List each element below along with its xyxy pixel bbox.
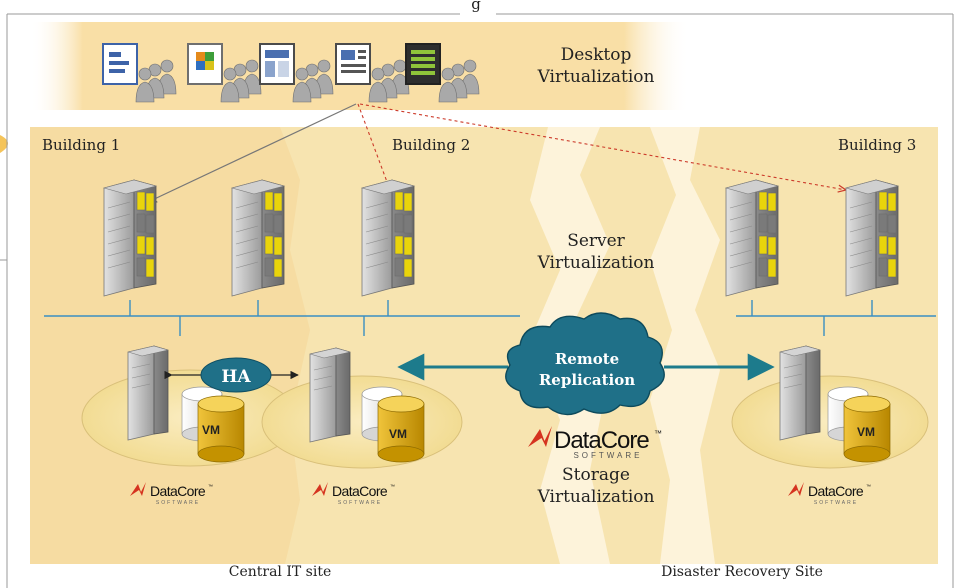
- rack-server-3: [361, 179, 415, 297]
- datacore-main-tagline: SOFTWARE: [573, 451, 642, 460]
- storage-tower-2: [309, 347, 351, 443]
- cloud-label-2: Replication: [539, 371, 635, 389]
- datacore-logo-main: DataCore ™ SOFTWARE: [528, 426, 662, 460]
- dr-site-label: Disaster Recovery Site: [661, 564, 823, 580]
- rack-server-4: [725, 179, 779, 297]
- rack-server-2: [231, 179, 285, 297]
- desktop-clients: [102, 43, 480, 103]
- desktop-label-2: Virtualization: [537, 67, 655, 87]
- building-1-label: Building 1: [42, 136, 120, 154]
- client-users-cube-icon: [187, 43, 262, 103]
- datacore-tagline-2: SOFTWARE: [338, 500, 382, 506]
- datacore-main-text: DataCore: [554, 427, 649, 454]
- storage-tower-1: [127, 345, 169, 441]
- rack-server-1: [103, 179, 157, 297]
- rack-server-5: [845, 179, 899, 297]
- datacore-tagline-3: SOFTWARE: [814, 500, 858, 506]
- cloud-label-1: Remote: [555, 350, 619, 368]
- edge-marker: [0, 135, 8, 153]
- datacore-logo-2: DataCore ™ SOFTWARE: [312, 482, 395, 506]
- desktop-label-1: Desktop: [561, 45, 632, 65]
- client-users-window-icon: [259, 43, 334, 103]
- datacore-tagline-1: SOFTWARE: [156, 500, 200, 506]
- datacore-tm-1: ™: [208, 484, 213, 490]
- datacore-text-1: DataCore: [150, 483, 206, 499]
- ha-link: HA: [164, 357, 299, 393]
- network-lines: [44, 300, 936, 336]
- building-3-label: Building 3: [838, 136, 916, 154]
- building-2-label: Building 2: [392, 136, 470, 154]
- vm-label-2: VM: [389, 427, 407, 441]
- server-label-2: Virtualization: [537, 253, 655, 273]
- storage-tower-3: [779, 345, 821, 441]
- server-label-1: Server: [567, 231, 625, 251]
- frame-lines: [0, 13, 954, 588]
- datacore-logo-3: DataCore ™ SOFTWARE: [788, 482, 871, 506]
- storage-label-1: Storage: [562, 465, 630, 485]
- vm-label-3: VM: [857, 425, 875, 439]
- datacore-text-2: DataCore: [332, 483, 388, 499]
- client-users-app-icon: [102, 43, 177, 103]
- central-site-label: Central IT site: [229, 564, 332, 580]
- client-users-green-list-icon: [405, 43, 480, 103]
- datacore-logo-1: DataCore ™ SOFTWARE: [130, 482, 213, 506]
- datacore-text-3: DataCore: [808, 483, 864, 499]
- top-caption-fragment: g: [471, 0, 481, 13]
- client-users-document-icon: [335, 43, 410, 103]
- datacore-tm-2: ™: [390, 484, 395, 490]
- datacore-main-tm: ™: [654, 429, 662, 438]
- datacore-tm-3: ™: [866, 484, 871, 490]
- storage-label-2: Virtualization: [537, 487, 655, 507]
- remote-replication-cloud: Remote Replication: [505, 312, 665, 416]
- ha-label: HA: [221, 367, 251, 387]
- vm-label-1: VM: [202, 423, 220, 437]
